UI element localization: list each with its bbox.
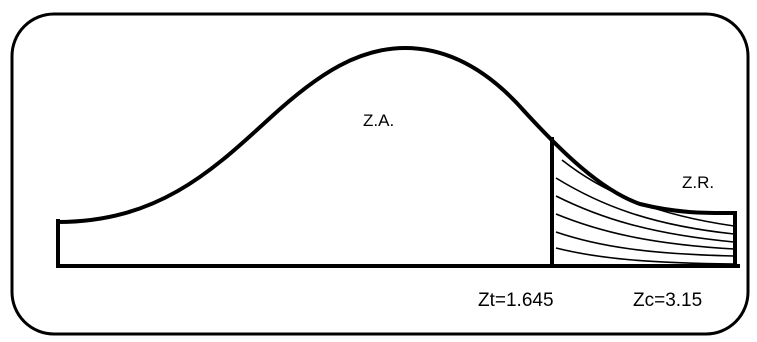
hatch-line-3 <box>555 195 735 243</box>
bell-curve <box>56 45 737 224</box>
hatch-line-5 <box>555 231 735 257</box>
critical-table-value-label: Zt=1.645 <box>478 290 554 311</box>
diagram-frame <box>10 12 750 336</box>
hatch-line-6 <box>555 247 735 265</box>
critical-calculated-value-label: Zc=3.15 <box>633 290 702 311</box>
hatch-line-1 <box>561 159 735 227</box>
acceptance-zone-label: Z.A. <box>363 111 394 130</box>
rejection-zone-label: Z.R. <box>682 173 714 192</box>
hatch-line-2 <box>555 177 735 235</box>
hatch-line-4 <box>555 213 735 250</box>
rejection-region-hatching <box>555 159 735 265</box>
